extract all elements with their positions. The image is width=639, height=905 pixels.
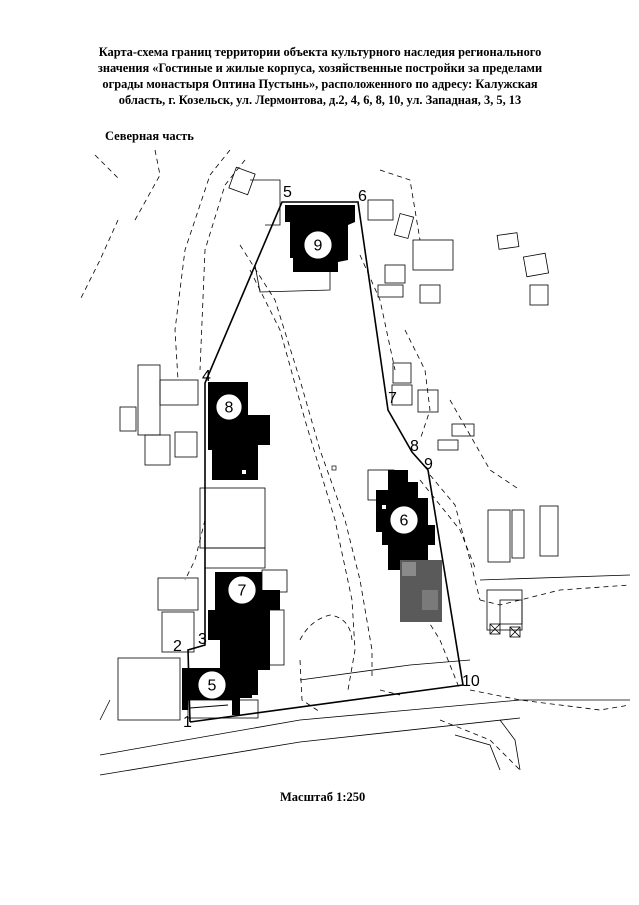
title-line-3: ограды монастыря Оптина Пустынь», распол… [102, 77, 538, 91]
point-3-label: 3 [198, 631, 207, 648]
roads-dashed [79, 149, 631, 771]
roads-solid [99, 574, 631, 776]
building-7-label: 8 [225, 400, 234, 417]
building-number-labels: 9 8 7 5 6 [208, 238, 409, 695]
boundary-point-labels: 1 2 3 4 5 6 7 8 9 10 [173, 184, 480, 731]
point-6-label: 6 [358, 188, 367, 205]
point-8-label: 8 [410, 438, 419, 455]
title-line-4: область, г. Козельск, ул. Лермонтова, д.… [118, 93, 522, 107]
point-4-label: 4 [202, 368, 211, 385]
building-7 [208, 382, 270, 480]
heritage-buildings [182, 205, 435, 715]
map-subtitle: Северная часть [105, 129, 194, 143]
map-title: Карта-схема границ территории объекта ку… [60, 44, 580, 108]
point-9-label: 9 [424, 456, 433, 473]
crossed-markers [489, 623, 521, 638]
point-5-label: 5 [283, 184, 292, 201]
surrounding-buildings [117, 166, 559, 721]
building-6-label: 7 [238, 583, 247, 600]
building-5-label: 5 [208, 678, 217, 695]
point-2-label: 2 [173, 638, 182, 655]
scale-label: Масштаб 1:250 [280, 790, 366, 804]
title-line-2: значения «Гостиные и жилые корпуса, хозя… [97, 61, 543, 75]
building-6 [208, 572, 280, 695]
boundary-line [187, 201, 464, 723]
point-1-label: 1 [183, 714, 192, 731]
building-number-circles [197, 230, 419, 700]
building-8-label: 9 [314, 238, 323, 255]
point-10-label: 10 [462, 673, 480, 690]
building-9-label: 6 [400, 513, 409, 530]
title-line-1: Карта-схема границ территории объекта ку… [98, 45, 542, 59]
point-7-label: 7 [388, 390, 397, 407]
